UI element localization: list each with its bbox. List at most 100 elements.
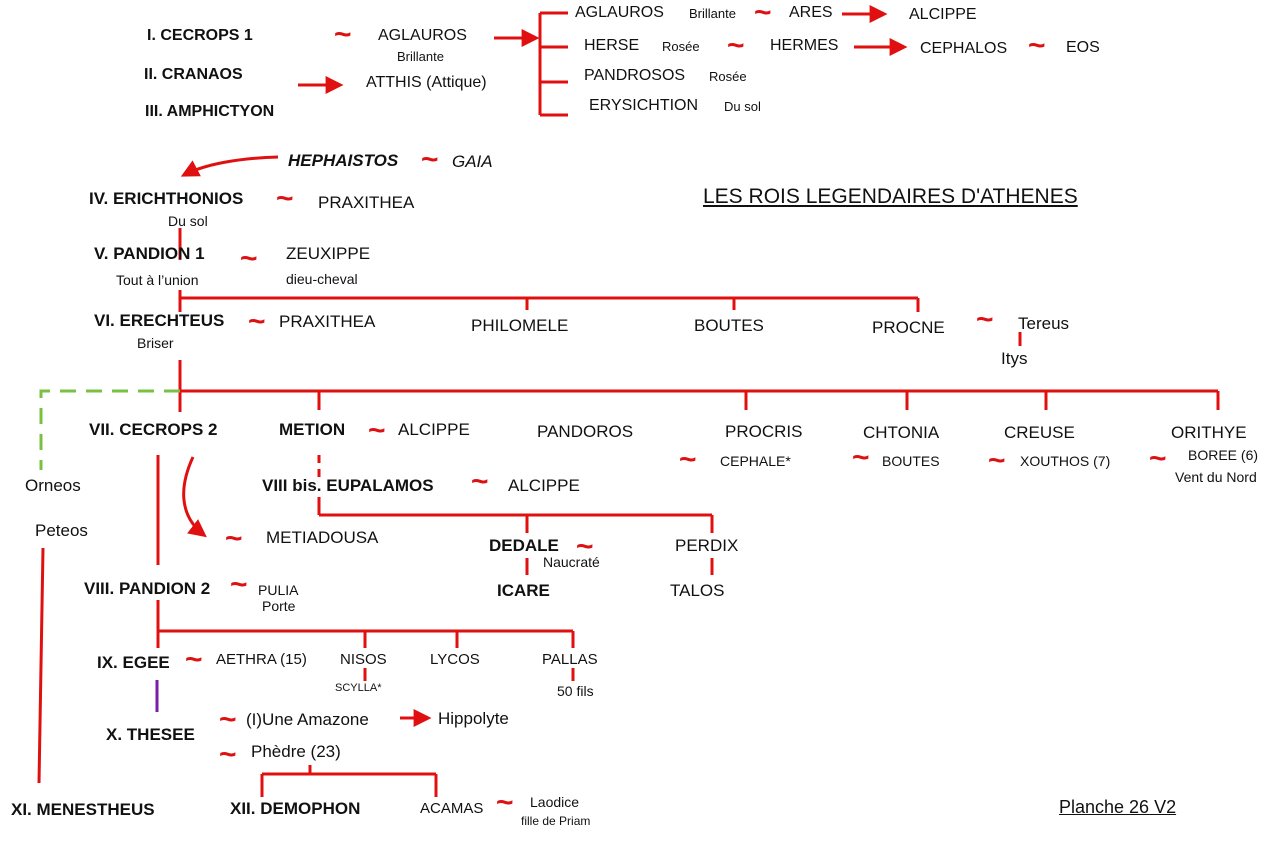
union-symbol: ~ <box>471 465 489 498</box>
union-symbol: ~ <box>240 242 258 275</box>
person-aglauros-wife: AGLAUROS <box>378 27 467 44</box>
union-symbol: ~ <box>727 29 745 62</box>
meaning-fille-de-priam: fille de Priam <box>521 814 591 828</box>
person-ares: ARES <box>789 4 833 21</box>
person-icare: ICARE <box>497 581 550 600</box>
person-praxithea: PRAXITHEA <box>318 193 415 212</box>
person-perdix: PERDIX <box>675 536 739 555</box>
person-naucrate: Naucraté <box>543 554 600 570</box>
person-metiadousa: METIADOUSA <box>266 528 379 547</box>
person-dedale: DEDALE <box>489 536 559 555</box>
king-8: VIII. PANDION 2 <box>84 579 211 598</box>
person-praxithea-2: PRAXITHEA <box>279 312 376 331</box>
god-hephaistos: HEPHAISTOS <box>288 151 399 170</box>
union-symbol: ~ <box>230 568 248 601</box>
person-aethra: AETHRA (15) <box>216 651 307 668</box>
king-7: VII. CECROPS 2 <box>89 420 218 439</box>
person-talos: TALOS <box>670 581 725 600</box>
person-atthis: ATTHIS (Attique) <box>366 74 487 91</box>
union-symbol: ~ <box>1028 29 1046 62</box>
person-hermes: HERMES <box>770 37 839 54</box>
king-12: XII. DEMOPHON <box>230 799 361 818</box>
diagram-title: LES ROIS LEGENDAIRES D'ATHENES <box>703 185 1078 208</box>
meaning-porte: Porte <box>262 598 296 614</box>
union-symbol: ~ <box>754 0 772 29</box>
lineage-orneos <box>37 547 45 784</box>
union-symbol: ~ <box>185 643 203 676</box>
bar-pandion2-children <box>158 629 575 648</box>
meaning-50-fils: 50 fils <box>557 683 594 699</box>
person-pallas: PALLAS <box>542 651 598 668</box>
person-metion: METION <box>279 420 346 439</box>
king-8bis: VIII bis. EUPALAMOS <box>262 476 434 495</box>
meaning-du-sol: Du sol <box>724 99 761 114</box>
person-orithye: ORITHYE <box>1171 423 1247 442</box>
person-itys: Itys <box>1001 349 1028 368</box>
person-pandoros: PANDOROS <box>537 422 634 441</box>
king-3: III. AMPHICTYON <box>145 103 275 120</box>
arrow-cecrops2 <box>182 456 207 538</box>
meaning-briser: Briser <box>137 335 174 351</box>
person-procne: PROCNE <box>872 318 945 337</box>
person-amazone: (I)Une Amazone <box>246 710 369 729</box>
union-symbol: ~ <box>225 522 243 555</box>
meaning-brillante: Brillante <box>689 6 736 21</box>
person-procris: PROCRIS <box>725 422 803 441</box>
king-9: IX. EGEE <box>97 653 170 672</box>
union-symbol: ~ <box>988 444 1006 477</box>
union-symbol: ~ <box>248 305 266 338</box>
union-symbol: ~ <box>976 303 994 336</box>
person-boutes: BOUTES <box>694 316 764 335</box>
person-acamas: ACAMAS <box>420 800 484 817</box>
person-zeuxippe: ZEUXIPPE <box>286 244 371 263</box>
person-alcippe: ALCIPPE <box>909 6 977 23</box>
union-symbol: ~ <box>334 18 352 51</box>
bar-erechteus-children <box>180 389 1220 410</box>
arrow-hephaistos <box>180 155 279 177</box>
person-chtonia: CHTONIA <box>863 423 940 442</box>
person-boree: BOREE (6) <box>1188 447 1259 463</box>
person-creuse: CREUSE <box>1004 423 1075 442</box>
person-alcippe-metion: ALCIPPE <box>398 420 470 439</box>
plate-label: Planche 26 V2 <box>1059 797 1177 817</box>
meaning-rosee: Rosée <box>709 69 747 84</box>
person-phedre: Phèdre (23) <box>251 742 341 761</box>
goddess-gaia: GAIA <box>452 152 493 171</box>
meaning-tout-a-l-union: Tout à l’union <box>116 272 199 288</box>
dashed-link <box>39 389 180 470</box>
king-4: IV. ERICHTHONIOS <box>89 189 244 208</box>
king-6: VI. ERECHTEUS <box>94 311 225 330</box>
meaning-dieu-cheval: dieu-cheval <box>286 271 358 287</box>
bar-thesee-children <box>260 765 438 797</box>
person-xouthos: XOUTHOS (7) <box>1020 453 1111 469</box>
person-scylla: SCYLLA* <box>335 682 382 694</box>
union-symbol: ~ <box>679 443 697 476</box>
bar-eupalamos-children <box>319 513 714 533</box>
person-hippolyte: Hippolyte <box>438 709 509 728</box>
meaning-brillante: Brillante <box>397 49 444 64</box>
union-symbol: ~ <box>1149 442 1167 475</box>
union-symbol: ~ <box>219 703 237 736</box>
person-boutes-2: BOUTES <box>882 453 940 469</box>
king-1: I. CECROPS 1 <box>147 27 253 44</box>
king-11: XI. MENESTHEUS <box>11 800 155 819</box>
meaning-vent-du-nord: Vent du Nord <box>1175 469 1257 485</box>
person-cephale: CEPHALE* <box>720 453 791 469</box>
king-5: V. PANDION 1 <box>94 244 205 263</box>
person-aglauros: AGLAUROS <box>575 4 664 21</box>
person-pandrosos: PANDROSOS <box>584 67 686 84</box>
meaning-rosee: Rosée <box>662 39 700 54</box>
bar-pandion1-children <box>180 296 920 312</box>
person-tereus: Tereus <box>1018 314 1070 333</box>
union-symbol: ~ <box>276 182 294 215</box>
union-symbol: ~ <box>496 786 514 819</box>
person-lycos: LYCOS <box>430 651 480 668</box>
union-symbol: ~ <box>576 530 594 563</box>
person-alcippe-eupalamos: ALCIPPE <box>508 476 580 495</box>
union-symbol: ~ <box>852 441 870 474</box>
person-erysichtion: ERYSICHTION <box>589 97 699 114</box>
person-herse: HERSE <box>584 37 640 54</box>
person-cephalos: CEPHALOS <box>920 40 1008 57</box>
